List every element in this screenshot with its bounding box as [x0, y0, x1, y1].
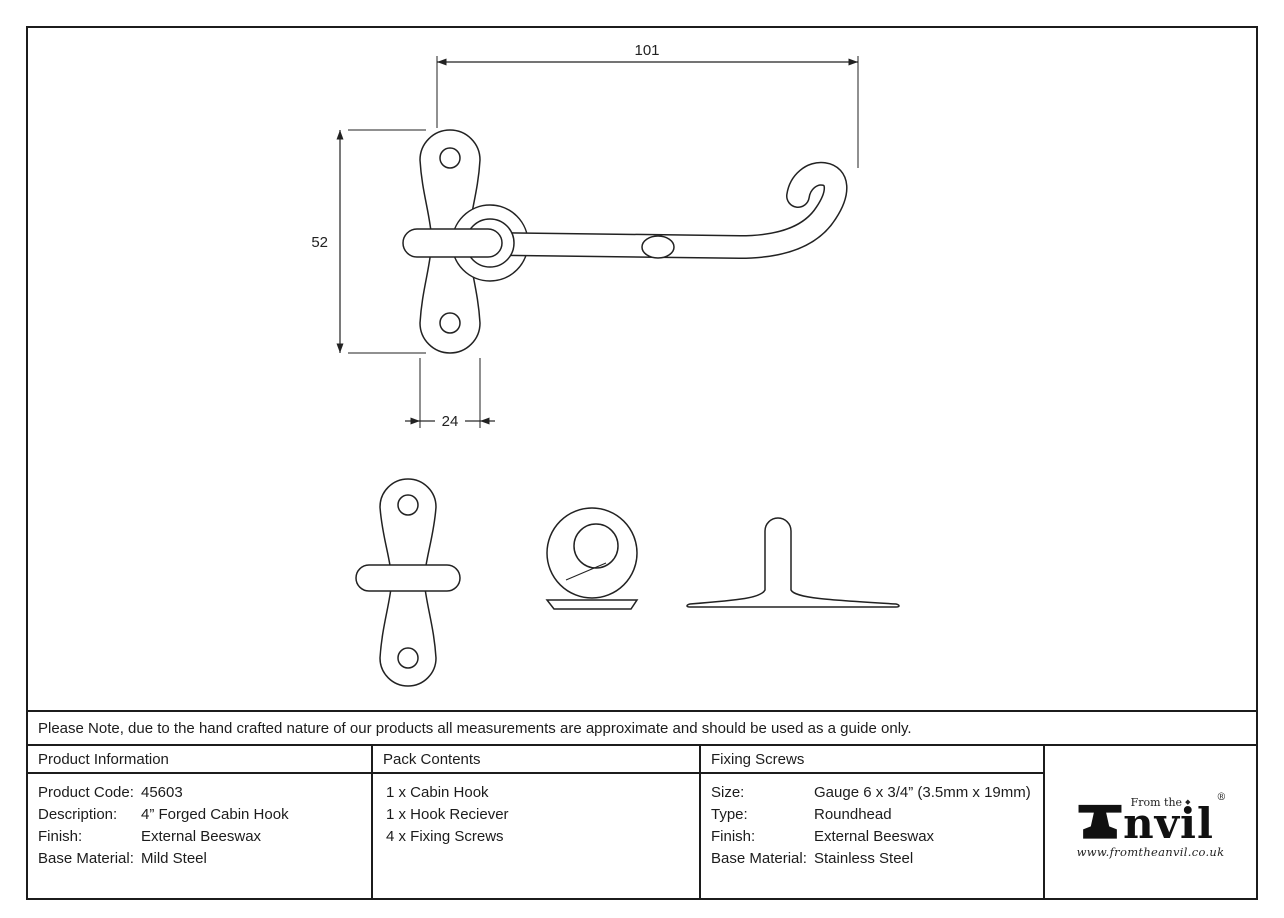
table-row: Finish: External Beeswax: [711, 826, 1033, 848]
table-row: Base Material: Mild Steel: [38, 848, 361, 870]
hook-shaft-fill: [489, 163, 846, 258]
dimension-height: 52: [311, 129, 426, 354]
plate-front-pin: [355, 564, 461, 592]
row-value: Mild Steel: [141, 850, 207, 867]
brand-tagline-text: From the: [1130, 795, 1183, 809]
dimension-plate: 24: [405, 358, 495, 430]
anvil-icon: [1078, 804, 1122, 839]
list-item: 1 x Cabin Hook: [386, 784, 489, 801]
spec-sheet: 101 52 24: [26, 26, 1258, 900]
screw-hole-top: [439, 147, 461, 169]
info-table: Product Information Pack Contents Fixing…: [28, 744, 1256, 898]
product-info-header-label: Product Information: [38, 750, 169, 768]
hook-receiver-shape: [686, 517, 900, 608]
list-item: 1 x Hook Reciever: [386, 806, 509, 823]
registered-mark: ®: [1216, 791, 1227, 803]
hook-receiver-side-view: [686, 517, 900, 608]
brand-tagline: From the ◆: [1131, 796, 1191, 809]
row-label: Description:: [38, 806, 118, 823]
row-value: External Beeswax: [141, 828, 262, 845]
brand-logo: nvil From the ◆ ® www.fromtheanvil.co.uk: [1076, 786, 1227, 859]
brand-logo-main: nvil From the ◆ ®: [1077, 786, 1227, 849]
plate-front-hole-bottom: [397, 647, 419, 669]
pivot-pin: [402, 228, 503, 258]
pack-contents-body: 1 x Cabin Hook 1 x Hook Reciever 4 x Fix…: [373, 774, 701, 898]
fixing-screws-header: Fixing Screws: [701, 746, 1045, 774]
diamond-icon: ◆: [1185, 797, 1191, 806]
row-value: External Beeswax: [814, 828, 935, 845]
table-row: Size: Gauge 6 x 3/4” (3.5mm x 19mm): [711, 782, 1033, 804]
table-row: Base Material: Stainless Steel: [711, 848, 1033, 870]
row-value: Gauge 6 x 3/4” (3.5mm x 19mm): [814, 784, 1031, 801]
plate-front-view: [355, 478, 461, 687]
table-row: Description: 4” Forged Cabin Hook: [38, 804, 361, 826]
cabin-hook-top-view: [402, 129, 848, 354]
dim-width-label: 101: [634, 42, 659, 59]
eye-receiver-inner: [573, 523, 619, 569]
row-label: Type:: [711, 806, 748, 823]
product-info-header: Product Information: [28, 746, 373, 774]
row-label: Base Material:: [38, 850, 134, 867]
eye-receiver-view: [545, 507, 639, 610]
table-row: Type: Roundhead: [711, 804, 1033, 826]
technical-drawing: 101 52 24: [28, 28, 1256, 710]
brand-logo-cell: nvil From the ◆ ® www.fromtheanvil.co.uk: [1045, 746, 1256, 898]
screw-hole-bottom: [439, 312, 461, 334]
plate-front-hole-top: [397, 494, 419, 516]
row-value: Roundhead: [814, 806, 892, 823]
row-value: 4” Forged Cabin Hook: [141, 806, 289, 823]
list-item: 4 x Fixing Screws: [386, 828, 504, 845]
row-label: Size:: [711, 784, 745, 801]
forged-collar: [641, 235, 675, 259]
row-value: 45603: [141, 784, 183, 801]
row-label: Product Code:: [38, 784, 134, 801]
note-text: Please Note, due to the hand crafted nat…: [38, 719, 912, 737]
brand-url: www.fromtheanvil.co.uk: [1076, 844, 1225, 859]
table-row: Finish: External Beeswax: [38, 826, 361, 848]
dim-plate-label: 24: [442, 413, 459, 430]
row-label: Finish:: [38, 828, 83, 845]
brand-name: nvil: [1123, 799, 1214, 849]
row-value: Stainless Steel: [814, 850, 914, 867]
row-label: Finish:: [711, 828, 756, 845]
dimension-width: 101: [436, 42, 859, 168]
fixing-screws-header-label: Fixing Screws: [711, 750, 805, 768]
dim-height-label: 52: [311, 234, 328, 251]
eye-receiver-base: [545, 599, 639, 610]
note-row: Please Note, due to the hand crafted nat…: [28, 710, 1256, 744]
eye-receiver-wire: [565, 562, 607, 581]
pack-contents-header: Pack Contents: [373, 746, 701, 774]
pack-contents-header-label: Pack Contents: [383, 750, 481, 768]
table-row: Product Code: 45603: [38, 782, 361, 804]
row-label: Base Material:: [711, 850, 807, 867]
fixing-screws-body: Size: Gauge 6 x 3/4” (3.5mm x 19mm) Type…: [701, 774, 1045, 898]
product-info-body: Product Code: 45603 Description: 4” Forg…: [28, 774, 373, 898]
cabin-hook-drawing: 101 52 24: [311, 42, 900, 687]
